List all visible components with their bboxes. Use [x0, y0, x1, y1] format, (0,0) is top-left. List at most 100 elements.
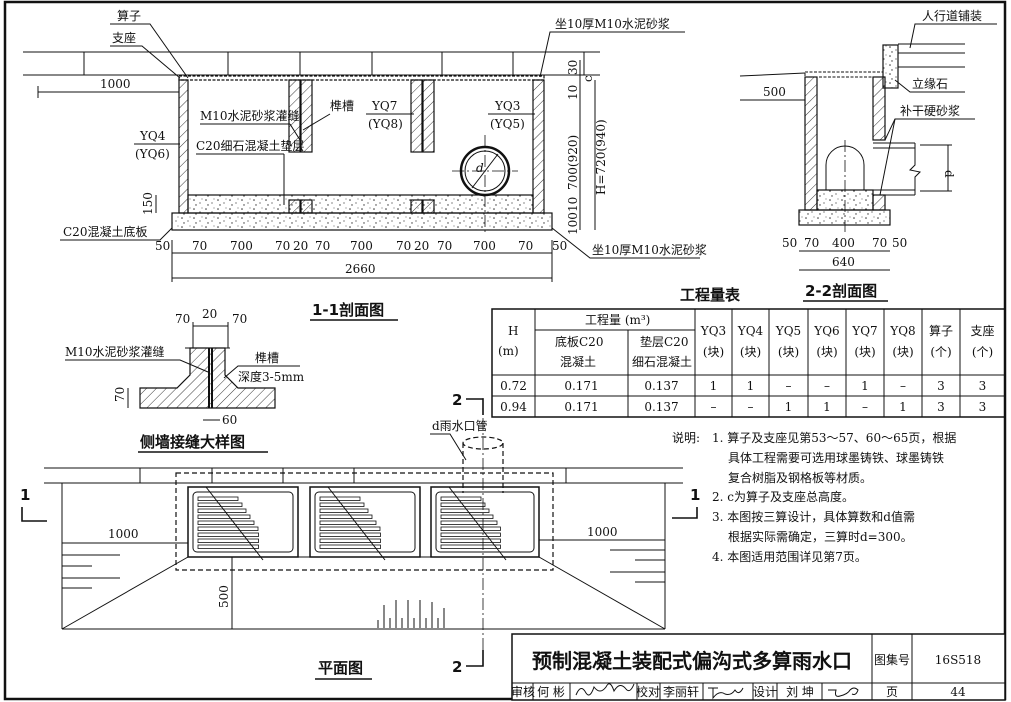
drawing-title: 预制混凝土装配式偏沟式多算雨水口 — [532, 649, 852, 673]
table-cell: 0.137 — [644, 400, 678, 414]
note-line: 复合树脂及钢格板等材质。 — [728, 470, 872, 485]
table-cell: 1 — [823, 400, 831, 414]
column-header: YQ6 — [813, 324, 839, 338]
svg-text:10: 10 — [566, 197, 580, 212]
table-cell: 3 — [937, 379, 945, 393]
column-unit: (块) — [703, 345, 724, 359]
wall-panel — [300, 79, 313, 153]
pipe-label: d雨水口管 — [432, 418, 488, 433]
svg-text:700: 700 — [230, 239, 253, 253]
groove-label: 榫槽 — [255, 350, 279, 365]
plan-dim-right: 1000 — [587, 525, 618, 539]
table-cell: 0.72 — [500, 379, 527, 393]
svg-text:100: 100 — [566, 212, 580, 235]
review-label: 审核 — [511, 684, 535, 699]
column-header: 支座 — [970, 323, 994, 338]
column-unit: (个) — [972, 345, 993, 359]
yq6-label: (YQ6) — [135, 147, 170, 161]
support-label: 支座 — [112, 30, 136, 45]
column-unit: (块) — [740, 345, 761, 359]
page-label: 页 — [886, 685, 898, 699]
svg-text:70: 70 — [192, 239, 207, 253]
page-number: 44 — [950, 685, 966, 699]
svg-text:H=720(940): H=720(940) — [594, 119, 608, 195]
grate-plan — [187, 486, 299, 561]
yq5-label: (YQ5) — [490, 117, 525, 131]
designer-signature — [828, 687, 859, 697]
header-cushion: 细石混凝土 — [632, 354, 692, 369]
dim-70-height: 70 — [113, 387, 127, 402]
svg-text:700: 700 — [350, 239, 373, 253]
wall-panel — [410, 199, 423, 214]
grate — [178, 75, 545, 81]
column-unit: (块) — [892, 345, 913, 359]
dim-20: 20 — [202, 307, 217, 321]
table-cell: 3 — [979, 400, 987, 414]
notes: 说明: 1. 算子及支座见第53～57、60～65页，根据 具体工程需要可选用球… — [672, 430, 956, 564]
yq4-label: YQ4 — [139, 129, 166, 143]
base-slab — [798, 209, 891, 226]
slope-hatch — [62, 549, 665, 628]
dim-2660: 2660 — [345, 262, 376, 276]
wall-panel — [300, 199, 313, 214]
header-h: H — [508, 324, 518, 338]
svg-text:50: 50 — [892, 236, 907, 250]
depth-label: 深度3-5mm — [238, 369, 305, 384]
joint-detail-title: 侧墙接缝大样图 — [140, 433, 245, 451]
column-header: 算子 — [929, 323, 953, 338]
table-cell: – — [824, 379, 830, 393]
reviewer-signature — [575, 683, 635, 696]
table-cell: – — [711, 400, 717, 414]
atlas-number: 16S518 — [935, 653, 981, 667]
wall-panel — [422, 199, 435, 214]
column-unit: (块) — [778, 345, 799, 359]
svg-text:70: 70 — [872, 236, 887, 250]
title-block: 预制混凝土装配式偏沟式多算雨水口 图集号 16S518 审核 何 彬 校对 李丽… — [511, 633, 1006, 701]
wall-yq7 — [422, 79, 435, 153]
note-line: 1. 算子及支座见第53～57、60～65页，根据 — [712, 430, 956, 445]
mortar-label: 补干硬砂浆 — [900, 103, 960, 118]
section-1-1: d 算子 支座 坐10厚M10水泥砂浆 1000 M10水泥砂浆灌缝 C20细石… — [23, 8, 707, 321]
grate-plan — [309, 486, 421, 561]
checker-name: 李丽轩 — [663, 684, 699, 699]
table-cell: – — [862, 400, 868, 414]
plan-title: 平面图 — [318, 659, 363, 677]
table-cell: 1 — [785, 400, 793, 414]
wall-panel — [288, 199, 301, 214]
reviewer-name: 何 彬 — [537, 685, 565, 699]
wall-right-lower — [872, 194, 886, 211]
svg-text:70: 70 — [275, 239, 290, 253]
note-line: 具体工程需要可选用球墨铸铁、球墨铸铁 — [728, 450, 944, 465]
vertical-dimensions: 30 c 10 700(920) 10 100 H=720(940) — [566, 60, 608, 235]
table-cell: 0.94 — [500, 400, 527, 414]
yq8-label: (YQ8) — [368, 117, 403, 131]
header-slab: 混凝土 — [560, 354, 596, 369]
svg-text:50: 50 — [155, 239, 170, 253]
plan-view: d雨水口管 1 1 2 2 1000 1000 500 平面图 — [20, 391, 700, 680]
wall-right — [872, 76, 886, 141]
table-title: 工程量表 — [680, 286, 741, 304]
wall-yq4 — [178, 79, 189, 214]
table-cell: 0.171 — [564, 379, 598, 393]
header-quantity: 工程量 (m³) — [585, 312, 650, 327]
wall-panel — [288, 79, 301, 153]
table-cell: 1 — [747, 379, 755, 393]
table-cell: 0.137 — [644, 379, 678, 393]
d-dim-label: d — [942, 170, 956, 178]
bottom-dimensions-2-2: 50 70 400 70 50 — [782, 236, 907, 250]
pipe-diameter-label: d — [476, 161, 484, 175]
svg-text:50: 50 — [782, 236, 797, 250]
atlas-label: 图集号 — [874, 652, 910, 667]
dim-150: 150 — [141, 192, 155, 215]
pipe-circle: d — [452, 135, 518, 235]
curb-label: 立缘石 — [912, 76, 948, 91]
column-header: YQ7 — [851, 324, 877, 338]
note-line: 4. 本图适用范围详见第7页。 — [712, 549, 867, 564]
tenon-groove-label: 榫槽 — [330, 98, 354, 113]
svg-text:70: 70 — [315, 239, 330, 253]
svg-text:10: 10 — [566, 85, 580, 100]
section-2-2-title: 2-2剖面图 — [805, 282, 877, 300]
section-1-1-title: 1-1剖面图 — [312, 301, 384, 319]
section-mark-2-top: 2 — [452, 391, 462, 409]
